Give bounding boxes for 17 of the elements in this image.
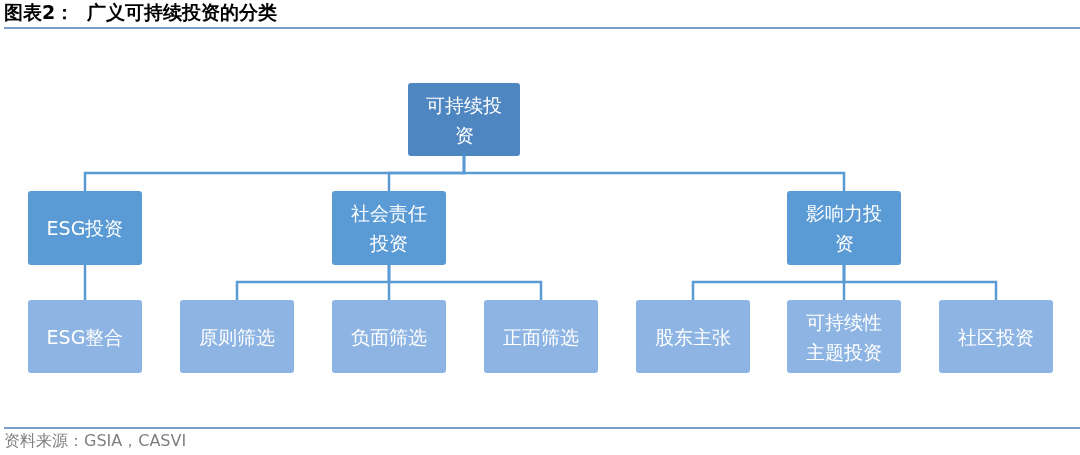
category-box: ESG投资 [28,191,142,265]
strategy-box: 负面筛选 [332,300,446,373]
connector-line [387,265,543,300]
connector-line [842,265,998,300]
strategy-box: 可持续性主题投资 [787,300,901,373]
category-box: 影响力投资 [787,191,901,265]
source-note: 资料来源：GSIA，CASVI [4,431,187,452]
root-box: 可持续投资 [408,83,520,156]
category-box: 社会责任投资 [332,191,446,265]
strategy-box: 正面筛选 [484,300,598,373]
connector-line [462,156,846,191]
figure-title: 图表2： 广义可持续投资的分类 [4,0,278,25]
strategy-box: ESG整合 [28,300,142,373]
strategy-box: 股东主张 [636,300,750,373]
strategy-box: 社区投资 [939,300,1053,373]
strategy-box: 原则筛选 [180,300,294,373]
connector-line [83,265,87,300]
